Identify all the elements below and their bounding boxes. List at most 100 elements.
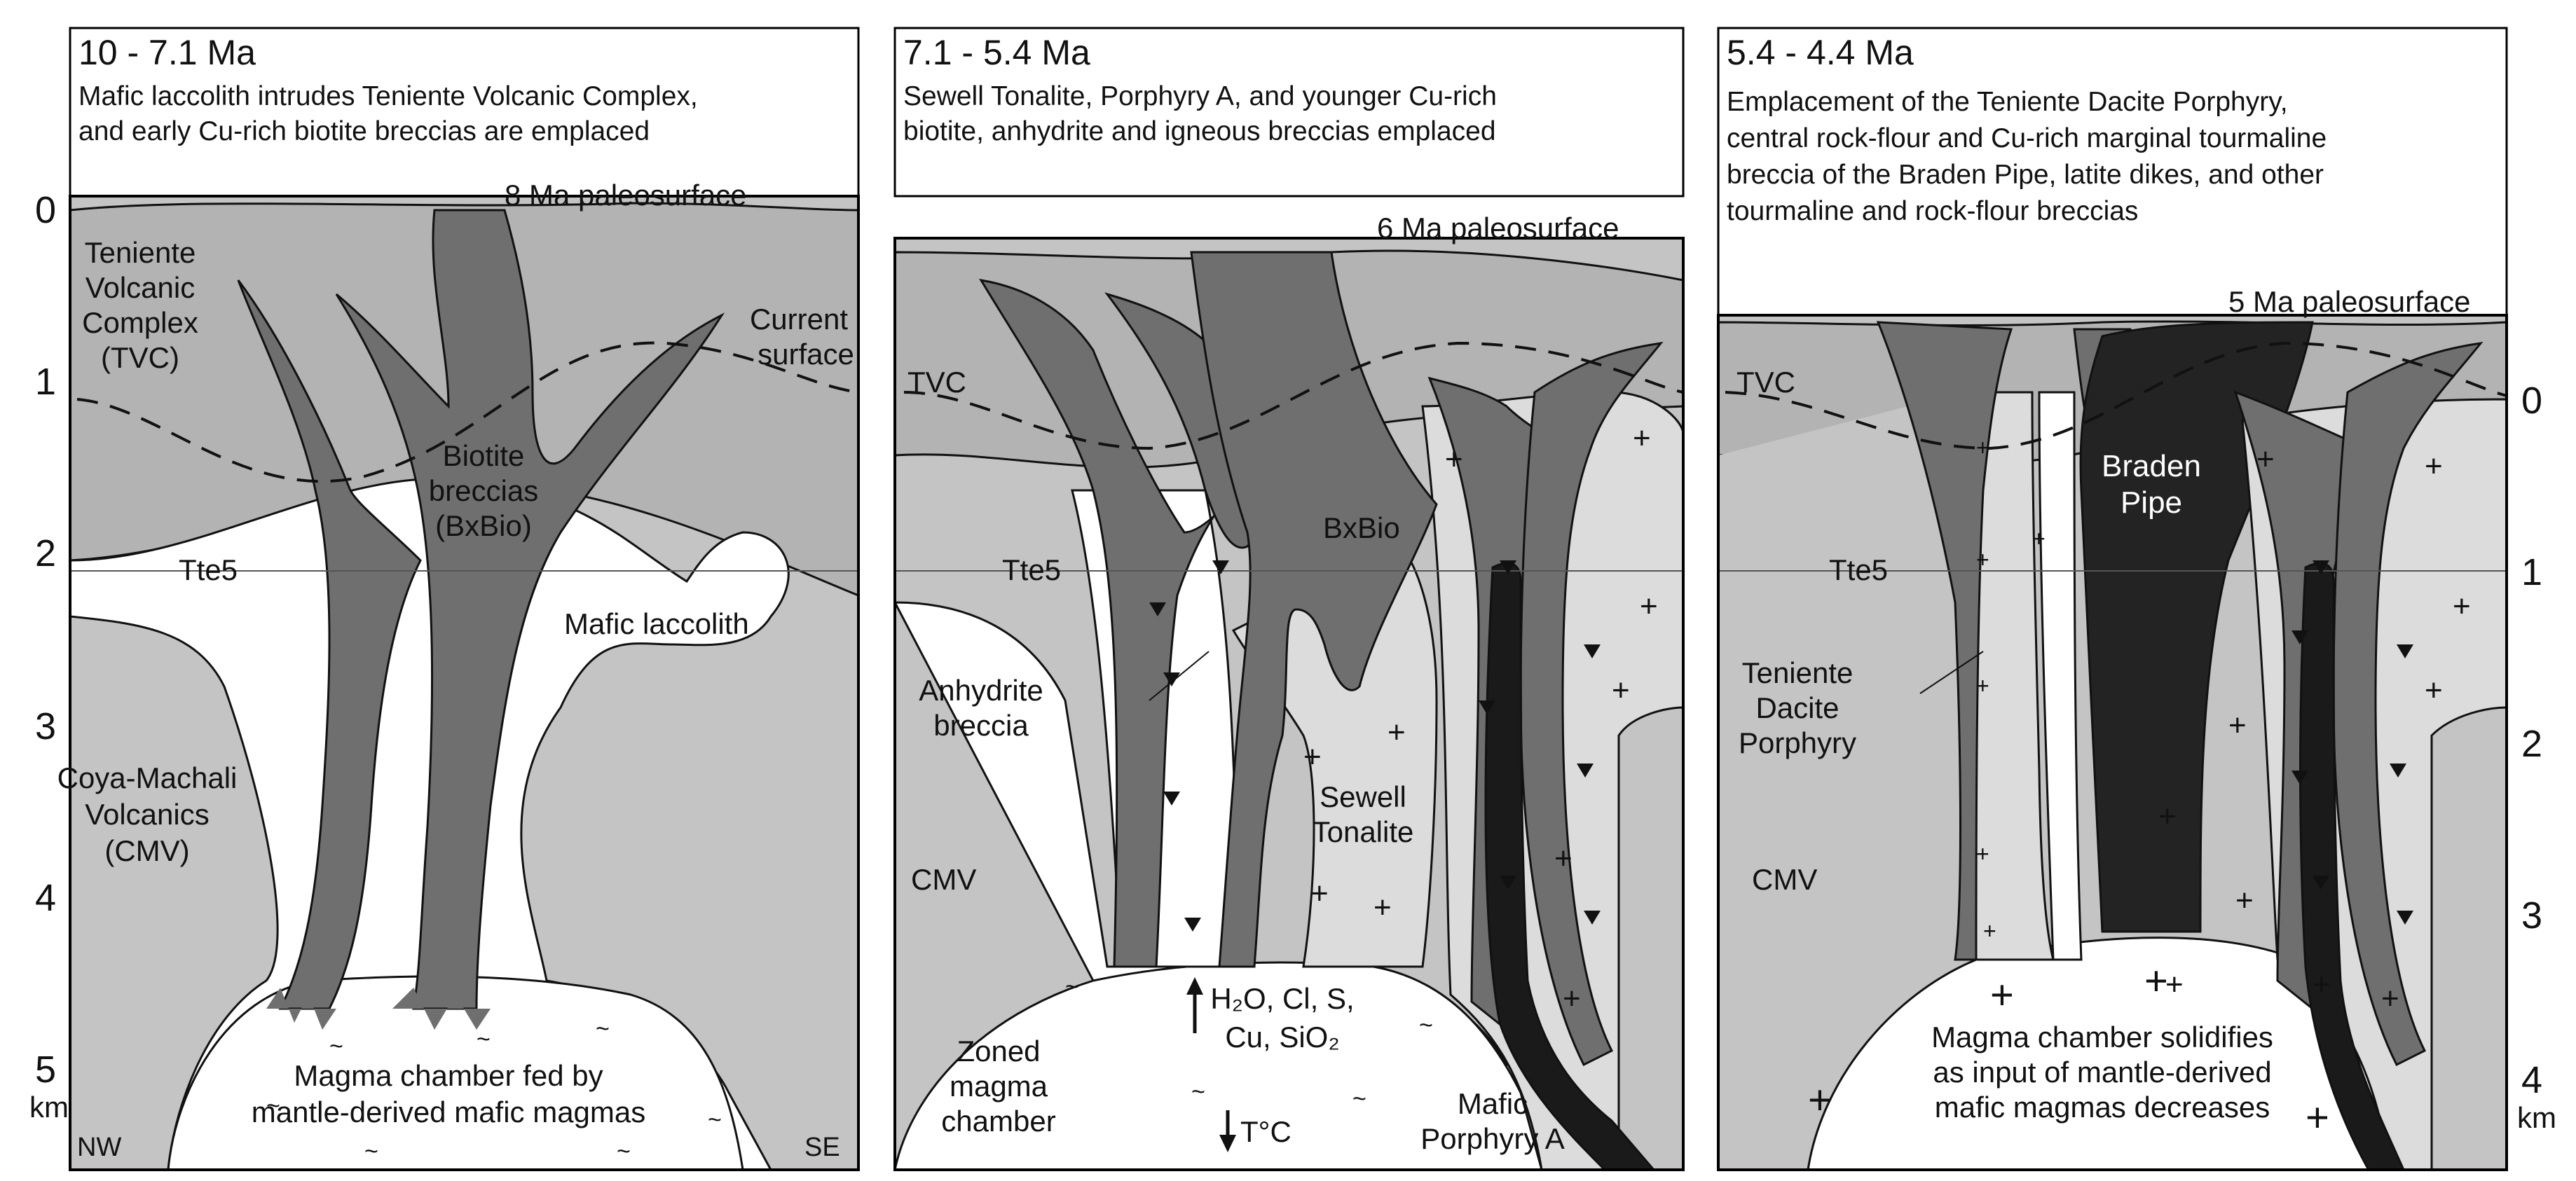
chamber-label-line: Magma chamber solidifies xyxy=(1931,1021,2273,1054)
tvc-label-line: Complex xyxy=(82,306,198,339)
panel-2-age: 7.1 - 5.4 Ma xyxy=(903,33,1090,72)
svg-text:+: + xyxy=(1554,841,1573,876)
svg-text:+: + xyxy=(1612,673,1630,707)
braden-pipe-label-line: Pipe xyxy=(2121,485,2182,520)
zoned-chamber-label-line: Zoned xyxy=(957,1035,1040,1068)
svg-text:+: + xyxy=(1976,547,1989,572)
dacite-plus-marks: ++ ++ ++ xyxy=(1976,435,2046,944)
left-axis-tick: 3 xyxy=(35,705,56,747)
svg-text:+: + xyxy=(1976,841,1989,866)
tvc-label-line: (TVC) xyxy=(101,341,179,374)
bxbio-main-body xyxy=(1190,251,1438,968)
right-depth-axis: 0 1 2 3 4 km xyxy=(2517,380,2556,1134)
panel-2: 7.1 - 5.4 Ma Sewell Tonalite, Porphyry A… xyxy=(893,27,1685,1171)
latite-dike xyxy=(2299,562,2405,1170)
right-axis-tick: 4 xyxy=(2521,1059,2542,1101)
sewell-label-line: Tonalite xyxy=(1313,815,1414,848)
svg-text:+: + xyxy=(2032,526,2046,551)
svg-text:+: + xyxy=(2144,958,2168,1004)
panel-3-frame xyxy=(1717,314,2508,1171)
biotite-breccia-west xyxy=(979,278,1263,968)
right-axis-tick: 3 xyxy=(2521,895,2542,937)
svg-text:+: + xyxy=(2313,967,2331,1002)
cmv-label-line: Coya-Machali xyxy=(57,761,238,794)
left-axis-unit: km xyxy=(29,1091,69,1124)
svg-text:+: + xyxy=(1310,876,1329,911)
svg-text:~: ~ xyxy=(364,1138,378,1165)
svg-text:~: ~ xyxy=(596,1016,610,1042)
svg-text:~: ~ xyxy=(1419,1012,1433,1039)
volatiles-label-line: Cu, SiO₂ xyxy=(1225,1021,1339,1054)
left-depth-axis: 0 1 2 3 4 5 km xyxy=(29,189,69,1124)
svg-text:+: + xyxy=(2453,589,2471,623)
tte5-label: Tte5 xyxy=(1829,553,1888,586)
tvc-label-line: Volcanic xyxy=(85,271,195,304)
svg-text:+: + xyxy=(1976,435,1989,460)
tte5-label: Tte5 xyxy=(1002,553,1061,586)
current-surface-label-line: surface xyxy=(758,338,854,371)
biotite-breccia-stem-left xyxy=(237,279,422,1010)
current-surface-line xyxy=(903,341,1683,450)
svg-text:~: ~ xyxy=(617,1138,631,1165)
svg-text:+: + xyxy=(1983,918,1996,944)
tvc-label-line: Teniente xyxy=(85,236,196,269)
anhydrite-leader-line xyxy=(1149,651,1210,701)
chamber-label-line: Magma chamber fed by xyxy=(294,1059,603,1092)
mafic-porphyry-a xyxy=(1484,562,1655,1170)
tvc-label: TVC xyxy=(1736,366,1795,399)
nw-label: NW xyxy=(77,1133,121,1162)
panel-1-paleosurface: 8 Ma paleosurface xyxy=(505,179,747,212)
breccia-root xyxy=(392,988,491,1030)
cmv-block-east xyxy=(2430,706,2507,1170)
cmv-label-line: Volcanics xyxy=(85,798,209,831)
panel-1-frame xyxy=(69,195,860,1171)
panel-2-caption-line: biotite, anhydrite and igneous breccias … xyxy=(903,116,1496,146)
anhydrite-triangle-marks xyxy=(1149,560,1601,932)
zoned-chamber-label-line: magma xyxy=(950,1070,1048,1103)
left-axis-tick: 1 xyxy=(35,361,56,403)
svg-text:+: + xyxy=(1640,589,1658,623)
panel-1-caption-line: and early Cu-rich biotite breccias are e… xyxy=(78,116,650,146)
svg-text:+: + xyxy=(2306,1095,2329,1140)
svg-text:~: ~ xyxy=(1191,1079,1205,1105)
chamber-label-line: as input of mantle-derived xyxy=(1933,1056,2271,1089)
panel-3-caption-line: breccia of the Braden Pipe, latite dikes… xyxy=(1727,160,2324,190)
tonalite-plus-marks: ++ ++ ++ ++ ++ xyxy=(1303,421,1658,1016)
sewell-label-line: Sewell xyxy=(1320,780,1406,813)
chamber-plus-marks: ++ ++ xyxy=(1808,958,2329,1140)
breccia-triangle-marks xyxy=(2291,560,2413,925)
svg-text:+: + xyxy=(1388,715,1406,750)
panel-2-caption-box xyxy=(893,27,1685,198)
dacite-label-line: Dacite xyxy=(1755,691,1839,724)
dacite-leader-line xyxy=(1919,651,1984,694)
svg-text:~: ~ xyxy=(708,1107,722,1133)
current-surface-label-line: Current xyxy=(750,303,848,336)
left-axis-tick: 0 xyxy=(35,189,56,231)
left-axis-tick: 5 xyxy=(35,1049,56,1091)
left-axis-tick: 4 xyxy=(35,877,56,919)
panel-2-frame xyxy=(893,237,1685,1171)
svg-text:~: ~ xyxy=(477,1026,491,1053)
svg-text:+: + xyxy=(2425,449,2443,483)
dacite-label-line: Porphyry xyxy=(1739,726,1856,759)
volatiles-label-line: H₂O, Cl, S, xyxy=(1210,982,1354,1015)
svg-text:+: + xyxy=(2381,981,2399,1016)
bxbio-label-line: (BxBio) xyxy=(435,509,532,542)
mafic-porphyry-label-line: Porphyry A xyxy=(1420,1122,1564,1155)
current-surface-line xyxy=(1725,341,2507,450)
svg-text:~: ~ xyxy=(1065,974,1079,1000)
svg-text:~: ~ xyxy=(1352,1086,1366,1112)
right-axis-tick: 2 xyxy=(2521,723,2542,765)
temperature-down-arrow xyxy=(1219,1110,1236,1152)
panel-3-caption-line: Emplacement of the Teniente Dacite Porph… xyxy=(1727,87,2288,117)
svg-text:+: + xyxy=(1563,981,1581,1016)
cmv-block-east xyxy=(1617,706,1683,1170)
right-axis-unit: km xyxy=(2517,1101,2556,1134)
dacite-label-line: Teniente xyxy=(1742,656,1854,689)
svg-text:+: + xyxy=(2165,967,2184,1002)
svg-text:+: + xyxy=(2228,708,2247,743)
rock-flour-breccia xyxy=(2038,391,2083,961)
braden-pipe-label-line: Braden xyxy=(2102,449,2201,483)
panel-1-age: 10 - 7.1 Ma xyxy=(78,33,256,72)
